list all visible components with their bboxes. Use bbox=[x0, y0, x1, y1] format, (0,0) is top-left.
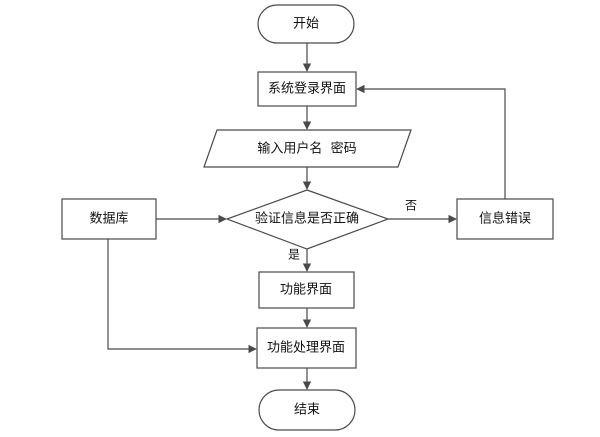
start-label: 开始 bbox=[293, 17, 319, 32]
start-node: 开始 bbox=[257, 4, 355, 44]
function-process-node: 功能处理界面 bbox=[256, 327, 357, 369]
edge-label-yes: 是 bbox=[288, 248, 300, 262]
edge-database-to-process bbox=[107, 239, 257, 354]
end-node: 结束 bbox=[258, 389, 356, 431]
database-label: 数据库 bbox=[89, 211, 128, 227]
database-node: 数据库 bbox=[61, 198, 157, 240]
end-label: 结束 bbox=[294, 403, 320, 418]
error-node: 信息错误 bbox=[456, 198, 554, 240]
input-credentials-node: 输入用户名 密码 bbox=[203, 129, 412, 168]
function-process-label: 功能处理界面 bbox=[267, 341, 345, 356]
function-screen-label: 功能界面 bbox=[280, 283, 332, 298]
verify-decision-label: 验证信息是否正确 bbox=[255, 211, 359, 227]
function-screen-node: 功能界面 bbox=[258, 271, 355, 309]
edge-error-to-login bbox=[356, 84, 506, 199]
error-label: 信息错误 bbox=[479, 211, 531, 227]
input-credentials-label: 输入用户名 密码 bbox=[257, 141, 356, 157]
login-screen-label: 系统登录界面 bbox=[268, 82, 346, 97]
verify-decision-node: 验证信息是否正确 bbox=[225, 189, 390, 250]
edge-label-no: 否 bbox=[405, 199, 417, 213]
login-screen-node: 系统登录界面 bbox=[257, 71, 357, 107]
